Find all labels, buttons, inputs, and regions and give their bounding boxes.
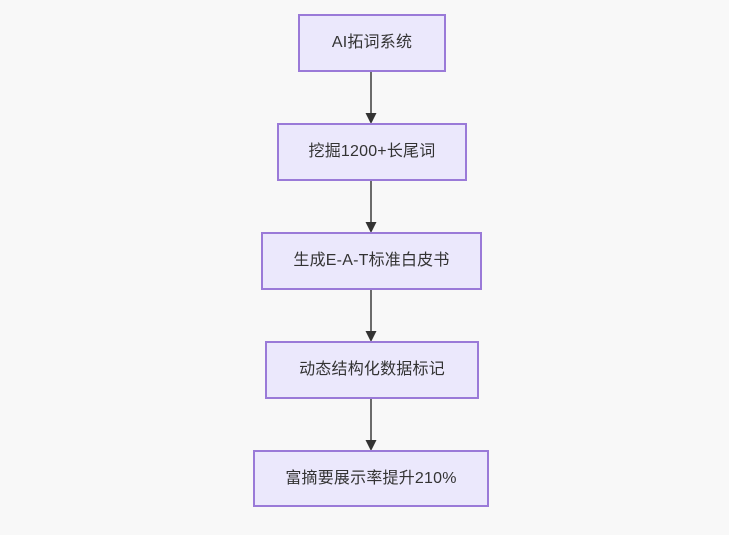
flowchart-node-5-label: 富摘要展示率提升210% [285, 469, 457, 487]
arrowhead-icon [365, 331, 377, 342]
flowchart-node-2[interactable]: 挖掘1200+长尾词 [277, 123, 467, 181]
arrowhead-icon [365, 440, 377, 451]
flowchart-node-1-label: AI拓词系统 [331, 34, 413, 52]
flowchart-node-2-label: 挖掘1200+长尾词 [308, 143, 436, 161]
flowchart-node-4-label: 动态结构化数据标记 [299, 361, 445, 379]
edge-n1-n2 [351, 70, 391, 126]
edge-n4-n5 [351, 397, 391, 453]
flowchart-node-1[interactable]: AI拓词系统 [298, 14, 446, 72]
arrowhead-icon [365, 222, 377, 233]
arrowhead-icon [365, 113, 377, 124]
flowchart-node-3[interactable]: 生成E-A-T标准白皮书 [261, 232, 482, 290]
edge-n3-n4 [351, 288, 391, 344]
flowchart-node-3-label: 生成E-A-T标准白皮书 [293, 252, 450, 270]
edge-n2-n3 [351, 179, 391, 235]
flowchart-node-4[interactable]: 动态结构化数据标记 [265, 341, 479, 399]
flowchart-node-5[interactable]: 富摘要展示率提升210% [253, 450, 489, 507]
